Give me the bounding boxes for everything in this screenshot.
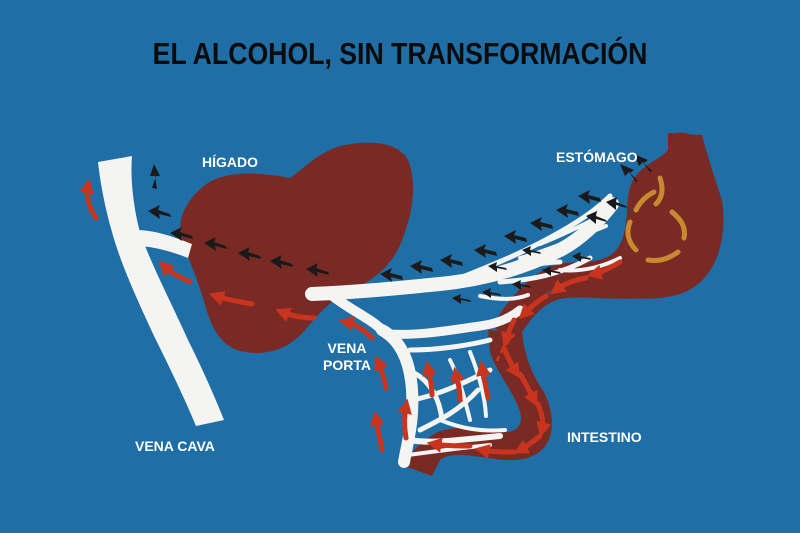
blood-flow-arrows: [79, 178, 623, 459]
vena-cava-vessel: [98, 156, 224, 426]
portal-vein-label: VENA PORTA: [315, 340, 379, 374]
portal-vein-label-line2: PORTA: [323, 357, 371, 373]
portal-vein-label-line1: VENA: [327, 340, 367, 356]
portal-vein-vessel: [305, 193, 622, 468]
dashed-connector: [494, 333, 516, 365]
vena-cava-branch: [125, 229, 192, 258]
alcohol-flow-arrows: [148, 154, 652, 304]
liver-label: HÍGADO: [202, 154, 258, 170]
page-title: EL ALCOHOL, SIN TRANSFORMACIÓN: [152, 36, 648, 71]
intestine-label: INTESTINO: [567, 429, 642, 445]
stomach-swirl-arrows: [625, 175, 687, 263]
stomach-label: ESTÓMAGO: [556, 149, 638, 165]
vena-cava-label: VENA CAVA: [135, 438, 215, 454]
